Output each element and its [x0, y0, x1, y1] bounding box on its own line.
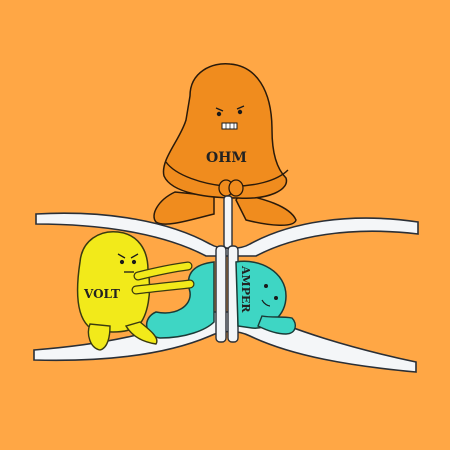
amper-eye-right	[274, 296, 278, 300]
ohm-eye-right	[237, 109, 243, 115]
ohm-label: OHM	[206, 150, 247, 166]
volt-eye-right	[131, 259, 137, 265]
volt-character: VOLT	[76, 231, 195, 351]
amper-label: AMPER	[239, 265, 252, 313]
ohm-gritted-teeth	[221, 122, 238, 130]
volt-label: VOLT	[83, 287, 120, 301]
ohm-eye-left	[216, 111, 222, 117]
amper-character: AMPER	[146, 260, 297, 339]
volt-eye-left	[119, 259, 125, 265]
amper-eye-left	[264, 284, 268, 288]
